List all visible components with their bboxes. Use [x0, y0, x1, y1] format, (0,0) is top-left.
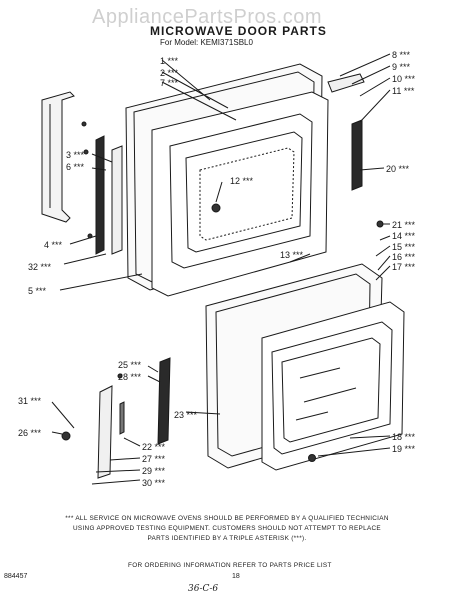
- note-line-3: PARTS IDENTIFIED BY A TRIPLE ASTERISK (*…: [147, 535, 307, 542]
- hinge-arm-lower-left: [97, 385, 113, 479]
- hinge-arm-lower-mid: [157, 357, 171, 445]
- callout-23: 23 ***: [174, 410, 198, 420]
- note-line-2: USING APPROVED TESTING EQUIPMENT. CUSTOM…: [73, 525, 381, 532]
- page-title: MICROWAVE DOOR PARTS: [150, 24, 327, 38]
- callout-18: 18 ***: [392, 432, 416, 442]
- callout-14: 14 ***: [392, 231, 416, 241]
- callout-22: 22 ***: [142, 442, 166, 452]
- hinge-bracket-left: [111, 145, 123, 255]
- screw-26: [61, 431, 71, 441]
- screw-19: [308, 454, 316, 462]
- callout-8: 8 ***: [392, 50, 411, 60]
- callout-15: 15 ***: [392, 242, 416, 252]
- screw-12: [211, 203, 221, 213]
- document-number: 884457: [4, 573, 28, 580]
- callout-25: 25 ***: [118, 360, 142, 370]
- latch-plate: [327, 73, 365, 93]
- ordering-info: FOR ORDERING INFORMATION REFER TO PARTS …: [128, 562, 332, 569]
- callout-21: 21 ***: [392, 220, 416, 230]
- callout-26: 26 ***: [18, 428, 42, 438]
- callout-9: 9 ***: [392, 62, 411, 72]
- callout-10: 10 ***: [392, 74, 416, 84]
- callout-labels: 1 *** 2 *** 7 *** 3 *** 6 *** 4 *** 32 *…: [18, 50, 416, 488]
- note-line-1: *** ALL SERVICE ON MICROWAVE OVENS SHOUL…: [65, 515, 389, 522]
- callout-29: 29 ***: [142, 466, 166, 476]
- page-number: 18: [232, 573, 240, 580]
- callout-3: 3 ***: [66, 150, 85, 160]
- callout-19: 19 ***: [392, 444, 416, 454]
- glass-panel: [261, 301, 405, 471]
- callout-28: 28 ***: [118, 372, 142, 382]
- handwritten-code: 36-C-6: [188, 584, 219, 594]
- hinge-arm-right: [351, 119, 363, 191]
- callout-11: 11 ***: [392, 86, 415, 96]
- callout-20: 20 ***: [386, 164, 410, 174]
- callout-27: 27 ***: [142, 454, 166, 464]
- hinge-bar-left: [95, 135, 105, 255]
- callout-16: 16 ***: [392, 252, 416, 262]
- callout-17: 17 ***: [392, 262, 416, 272]
- callout-31: 31 ***: [18, 396, 42, 406]
- callout-32: 32 ***: [28, 262, 52, 272]
- watermark: AppliancePartsPros.com: [92, 6, 322, 28]
- callout-1: 1 ***: [160, 56, 179, 66]
- service-warning-note: *** ALL SERVICE ON MICROWAVE OVENS SHOUL…: [22, 514, 432, 544]
- hinge-spring: [119, 401, 125, 435]
- model-number: For Model: KEMI371SBL0: [160, 38, 253, 47]
- callout-30: 30 ***: [142, 478, 166, 488]
- callout-12: 12 ***: [230, 176, 254, 186]
- callout-6: 6 ***: [66, 162, 85, 172]
- callout-7: 7 ***: [160, 78, 179, 88]
- callout-13: 13 ***: [280, 250, 304, 260]
- callout-4: 4 ***: [44, 240, 63, 250]
- callout-2: 2 ***: [160, 68, 179, 78]
- inner-door-panel: [151, 91, 329, 297]
- callout-5: 5 ***: [28, 286, 47, 296]
